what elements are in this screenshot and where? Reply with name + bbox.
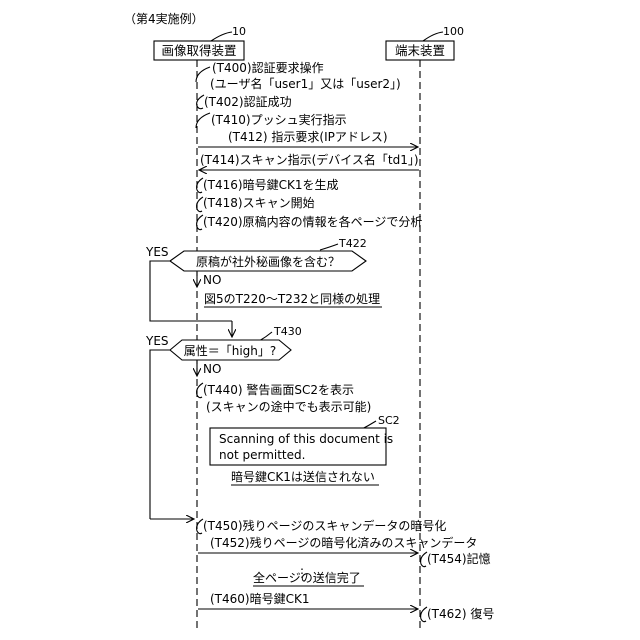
t402-label: (T402)認証成功 [204,94,292,109]
t400-curl [196,67,210,82]
warning-screen-line1: Scanning of this document is [219,432,393,446]
t430-yes-label: YES [145,334,169,348]
t422-yes-label: YES [145,245,169,259]
t462-label: (T462) 復号 [427,606,494,621]
sc2-ref: SC2 [378,414,400,427]
key-not-sent-note: 暗号鍵CK1は送信されない [231,469,375,484]
t416-label: (T416)暗号鍵CK1を生成 [203,177,338,192]
device-actor-label: 画像取得装置 [161,43,236,58]
t418-label: (T418)スキャン開始 [203,196,315,210]
device-ref-number: 10 [232,25,246,38]
t440-detail: (スキャンの途中でも表示可能) [206,399,371,414]
t422-ref: T422 [338,237,367,250]
same-process-note: 図5のT220～T232と同様の処理 [204,292,380,306]
terminal-ref-leader [423,32,443,41]
t452-label: (T452)残りページの暗号化済みのスキャンデータ [210,535,477,550]
warning-screen-line2: not permitted. [219,448,305,462]
figure-caption: （第4実施例） [124,11,204,26]
t430-yes-path [150,350,170,519]
t460-label: (T460)暗号鍵CK1 [210,591,309,606]
t440-label: (T440) 警告画面SC2を表示 [203,382,354,397]
t430-question: 属性＝「high」? [184,344,277,358]
t414-label: (T414)スキャン指示(デバイス名「td1」) [200,152,419,167]
t430-no-label: NO [203,362,221,376]
terminal-ref-number: 100 [443,25,464,38]
t430-ref: T430 [273,325,302,338]
terminal-actor-label: 端末装置 [395,43,445,58]
t412-label: (T412) 指示要求(IPアドレス) [228,129,388,144]
t410-curl [196,113,210,128]
device-ref-leader [211,32,232,41]
t422-ref-leader [320,244,338,250]
t450-label: (T450)残りページのスキャンデータの暗号化 [203,518,446,533]
t410-label: (T410)プッシュ実行指示 [211,112,347,127]
t400-label: (T400)認証要求操作 [212,60,324,75]
t420-label: (T420)原稿内容の情報を各ページで分析 [203,214,422,229]
t402-curl [197,95,204,109]
t422-no-label: NO [203,273,221,287]
t454-label: (T454)記憶 [427,551,491,566]
all-pages-sent-note: 全ページの送信完了 [253,570,361,585]
t400-detail: (ユーザ名「user1」又は「user2」) [210,76,401,91]
t422-question: 原稿が社外秘画像を含む？ [196,254,340,269]
